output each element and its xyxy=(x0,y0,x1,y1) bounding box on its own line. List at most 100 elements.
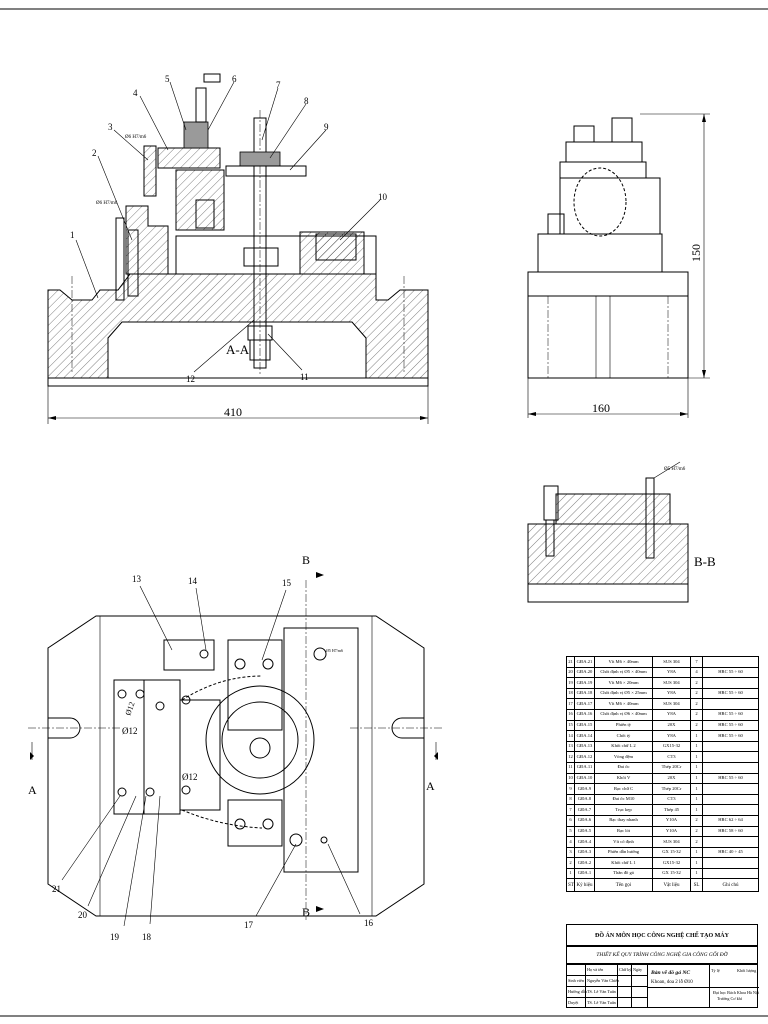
cell-note xyxy=(702,677,759,689)
cell-material: Y8A xyxy=(652,687,691,700)
cell-stt: 19 xyxy=(566,677,575,689)
cell-name: Chốt định vị Ø5 × 40mm xyxy=(594,666,653,679)
fit-label-4: Ø5 H7/m6 xyxy=(326,648,343,653)
cell-code: GĐA.12 xyxy=(574,751,595,763)
cell-name: Khối chữ L 2 xyxy=(594,740,653,753)
cut-label-a-right: A xyxy=(426,779,435,793)
cell-note xyxy=(702,751,759,763)
parts-table-header: STT Ký hiệu Tên gọi Vật liệu SL Ghi chú xyxy=(566,878,759,893)
cell-qty: 2 xyxy=(690,687,703,700)
cell-qty: 2 xyxy=(690,719,703,732)
cell-material: GX 15-32 xyxy=(652,846,691,859)
cell-material: Thép 20Cr xyxy=(652,783,691,795)
cell-code: GĐA.9 xyxy=(574,783,595,795)
dimension-length: 410 xyxy=(224,405,242,419)
cell-stt: 20 xyxy=(566,666,575,679)
cell-material: GX 15-32 xyxy=(652,867,691,880)
role-student: Sinh viên xyxy=(568,978,584,983)
cell-stt: 1 xyxy=(566,867,575,880)
cell-note xyxy=(702,836,759,848)
role-approver: Duyệt xyxy=(568,1000,579,1005)
callout-3: 3 xyxy=(108,122,113,132)
cell-code: GĐA.6 xyxy=(574,814,595,827)
callout-20: 20 xyxy=(78,910,88,920)
scale-label: Tỷ lệ xyxy=(711,968,720,973)
cell-name: Vít M6 × 20mm xyxy=(594,677,653,689)
cell-note: HRC 55 ÷ 60 xyxy=(702,687,759,700)
section-aa-view xyxy=(47,73,429,424)
cell-qty: 1 xyxy=(690,730,703,742)
hole-label-3: Ø12 xyxy=(182,772,198,782)
cell-name: Đai ốc M10 xyxy=(594,793,653,806)
cell-stt: 6 xyxy=(566,814,575,827)
cut-label-b-bottom: B xyxy=(302,905,310,919)
name-student: Nguyễn Văn Chiến xyxy=(587,978,620,983)
cell-name: Thân đồ gá xyxy=(594,867,653,880)
dimension-height: 150 xyxy=(689,244,703,262)
cell-qty: 1 xyxy=(690,772,703,785)
cell-note: HRC 55 ÷ 60 xyxy=(702,719,759,732)
cell-material: SUS 304 xyxy=(652,656,691,668)
cell-code: GĐA.3 xyxy=(574,846,595,859)
dimension-width: 160 xyxy=(592,401,610,415)
role-advisor: Hướng dẫn xyxy=(568,989,587,994)
section-bb-view xyxy=(527,461,689,603)
side-view xyxy=(527,113,710,418)
col-label-sign: Chữ ký xyxy=(619,967,632,972)
cell-code: GĐA.16 xyxy=(574,708,595,721)
callout-13: 13 xyxy=(132,574,142,584)
fit-label-1: Ø6 H7/m6 xyxy=(96,201,118,206)
cell-name: Vít M6 × 40mm xyxy=(594,656,653,668)
callout-2: 2 xyxy=(92,148,97,158)
cell-stt: 3 xyxy=(566,846,575,859)
cell-note: HRC 58 ÷ 60 xyxy=(702,825,759,838)
cell-stt: 5 xyxy=(566,825,575,838)
cell-note xyxy=(702,740,759,753)
hole-label-2: Ø12 xyxy=(123,701,136,717)
header-stt: STT xyxy=(566,878,575,893)
cell-stt: 21 xyxy=(566,656,575,668)
cell-name: Chốt định vị Ø6 × 40mm xyxy=(594,708,653,721)
cell-material: Y8A xyxy=(652,730,691,742)
cell-material: CT3 xyxy=(652,751,691,763)
cell-material: 20X xyxy=(652,772,691,785)
cell-qty: 1 xyxy=(690,846,703,859)
callout-14: 14 xyxy=(188,576,198,586)
sheet-frame xyxy=(0,8,768,1017)
cell-qty: 1 xyxy=(690,867,703,880)
cell-stt: 16 xyxy=(566,708,575,721)
cell-code: GĐA.18 xyxy=(574,687,595,700)
section-label-bb: B-B xyxy=(694,554,716,569)
cell-stt: 4 xyxy=(566,836,575,848)
cell-note xyxy=(702,857,759,869)
col-label-name: Họ và tên xyxy=(587,967,604,972)
cell-note: HRC 55 ÷ 60 xyxy=(702,708,759,721)
school-name: Đại học Bách Khoa Hà Nội xyxy=(713,990,760,995)
cell-note xyxy=(702,761,759,774)
cell-qty: 2 xyxy=(690,825,703,838)
cell-name: Bạc chữ C xyxy=(594,783,653,795)
cell-name: Khối chữ L 1 xyxy=(594,857,653,869)
cell-material: Y8A xyxy=(652,666,691,679)
callout-11: 11 xyxy=(300,372,309,382)
cell-material: SUS 304 xyxy=(652,677,691,689)
cell-qty: 1 xyxy=(690,740,703,753)
cell-code: GĐA.1 xyxy=(574,867,595,880)
header-note: Ghi chú xyxy=(702,878,759,893)
cell-qty: 4 xyxy=(690,666,703,679)
cell-name: Vít cố định xyxy=(594,836,653,848)
drawing-title: Bản vẽ đồ gá NC xyxy=(651,970,691,976)
cell-qty: 2 xyxy=(690,708,703,721)
operation-label: Khoan, doa 2 lỗ Ø10 xyxy=(651,980,693,985)
callout-10: 10 xyxy=(378,192,388,202)
cell-code: GĐA.21 xyxy=(574,656,595,668)
